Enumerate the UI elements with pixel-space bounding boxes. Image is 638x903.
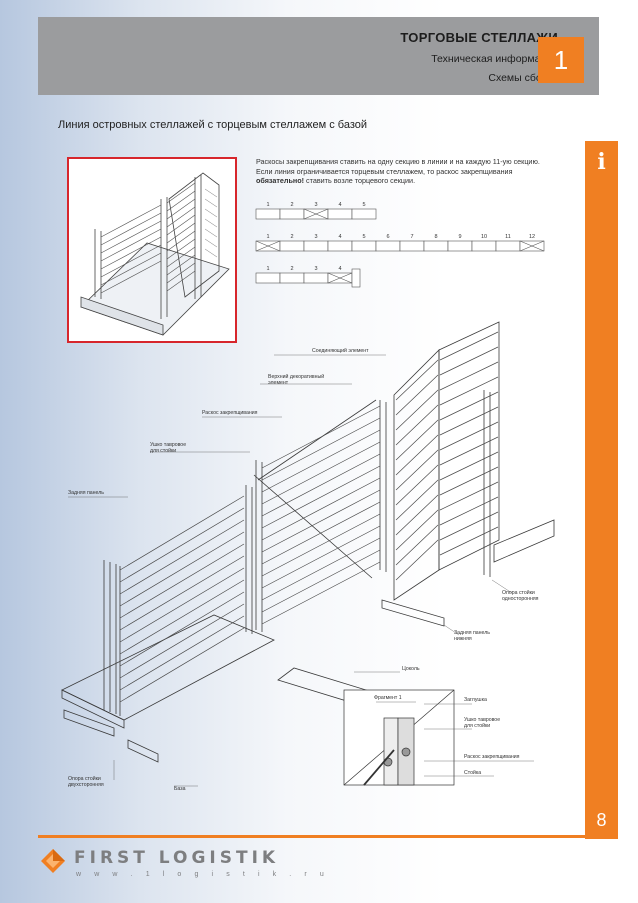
scheme-cell-number: 1	[266, 202, 269, 208]
label-post: Стойка	[464, 769, 481, 776]
label-top-decor-line2: элемент	[268, 380, 289, 386]
scheme-cell-number: 9	[458, 234, 461, 240]
scheme-cell	[399, 240, 425, 252]
scheme-cell	[279, 240, 305, 252]
bracing-note-text: Раскосы закрепщивания ставить на одну се…	[256, 157, 540, 176]
label-support-two-line1: Опора стойки	[68, 775, 101, 782]
scheme-cell-number: 8	[434, 234, 437, 240]
header-bar	[38, 17, 599, 95]
label-tee-lug-line2: для стойки	[150, 447, 176, 454]
label-plug: Заглушка	[464, 697, 487, 703]
scheme-cell-number: 5	[362, 234, 365, 240]
scheme-cell-number: 6	[386, 234, 389, 240]
info-icon: i	[597, 149, 606, 175]
scheme-cell	[351, 208, 377, 220]
scheme-cell-number: 1	[266, 266, 269, 272]
scheme-cell	[255, 272, 281, 284]
scheme-brace-mark	[519, 240, 545, 252]
label-top-decor-line1: Верхний декоративный	[268, 373, 324, 380]
scheme-cell-number: 3	[314, 202, 317, 208]
label-fragment: Фрагмент 1	[374, 695, 402, 701]
label-support-one-line2: односторонняя	[502, 596, 539, 602]
scheme-brace-mark	[327, 272, 353, 284]
label-brace: Раскос закрепщивания	[202, 410, 258, 416]
logo-icon	[40, 848, 66, 874]
scheme-cell	[447, 240, 473, 252]
label-base: База	[174, 786, 186, 792]
label-tee-lug-fragment-line2: для стойки	[464, 722, 490, 729]
scheme-cell-number: 4	[338, 234, 341, 240]
scheme-cell	[471, 240, 497, 252]
label-back-panel: Задняя панель	[68, 490, 104, 496]
scheme-cell	[327, 208, 353, 220]
scheme-cell	[255, 208, 281, 220]
scheme-cell-number: 4	[338, 202, 341, 208]
scheme-cell	[495, 240, 521, 252]
scheme-cell	[303, 272, 329, 284]
label-plinth: Цоколь	[402, 666, 420, 672]
bracing-note-text-end: ставить возле торцевого секции.	[304, 176, 416, 186]
section-title: Линия островных стеллажей с торцевым сте…	[58, 119, 368, 131]
scheme-cell-number: 12	[529, 234, 535, 240]
preview-frame	[67, 157, 237, 343]
scheme-cell	[303, 240, 329, 252]
scheme-cell-number: 2	[290, 266, 293, 272]
scheme-cell	[279, 272, 305, 284]
scheme-cell-number: 4	[338, 266, 341, 272]
label-support-one-line1: Опора стойки	[502, 589, 535, 596]
scheme-cell-number: 3	[314, 234, 317, 240]
label-support-two-line2: двухсторонняя	[68, 782, 104, 788]
scheme-cell-number: 2	[290, 202, 293, 208]
label-brace-fragment: Раскос закрепщивания	[464, 754, 520, 760]
assembly-drawing: Соединяющий элемент Верхний декоративный…	[54, 300, 584, 800]
label-connector: Соединяющий элемент	[312, 347, 369, 354]
label-back-panel-low-line1: Задняя панель	[454, 630, 490, 636]
scheme-cell-number: 5	[362, 202, 365, 208]
scheme-cell	[351, 240, 377, 252]
chapter-badge: 1	[538, 37, 584, 83]
scheme-cell-number: 2	[290, 234, 293, 240]
scheme-cell-number: 3	[314, 266, 317, 272]
side-stripe: i 8	[585, 141, 618, 839]
scheme-brace-mark	[255, 240, 281, 252]
scheme-cell-number: 11	[505, 234, 511, 240]
header-subtitle-tech-info: Техническая информация	[431, 53, 558, 65]
scheme-cell-number: 10	[481, 234, 487, 240]
scheme-cell	[375, 240, 401, 252]
label-tee-lug-line1: Ушко тавровое	[150, 442, 186, 448]
scheme-cell	[423, 240, 449, 252]
bracing-note: Раскосы закрепщивания ставить на одну се…	[256, 157, 556, 186]
scheme-end-rack	[351, 268, 361, 288]
page-title: ТОРГОВЫЕ СТЕЛЛАЖИ	[400, 30, 558, 45]
scheme-cell-number: 7	[410, 234, 413, 240]
label-tee-lug-fragment-line1: Ушко тавровое	[464, 717, 500, 723]
scheme-brace-mark	[303, 208, 329, 220]
brand-url: w w w . 1 l o g i s t i k . r u	[76, 871, 330, 878]
exploded-assembly-view: Соединяющий элемент Верхний декоративный…	[61, 321, 555, 792]
scheme-cell	[279, 208, 305, 220]
bracing-note-emphasis: обязательно!	[256, 176, 305, 186]
footer-line	[38, 835, 586, 838]
label-back-panel-low-line2: нижняя	[454, 636, 472, 642]
scheme-cell	[327, 240, 353, 252]
page-number: 8	[596, 810, 607, 830]
scheme-cell-number: 1	[266, 234, 269, 240]
brand-name: FIRST LOGISTIK	[74, 848, 280, 868]
shelving-preview-image	[80, 172, 230, 336]
